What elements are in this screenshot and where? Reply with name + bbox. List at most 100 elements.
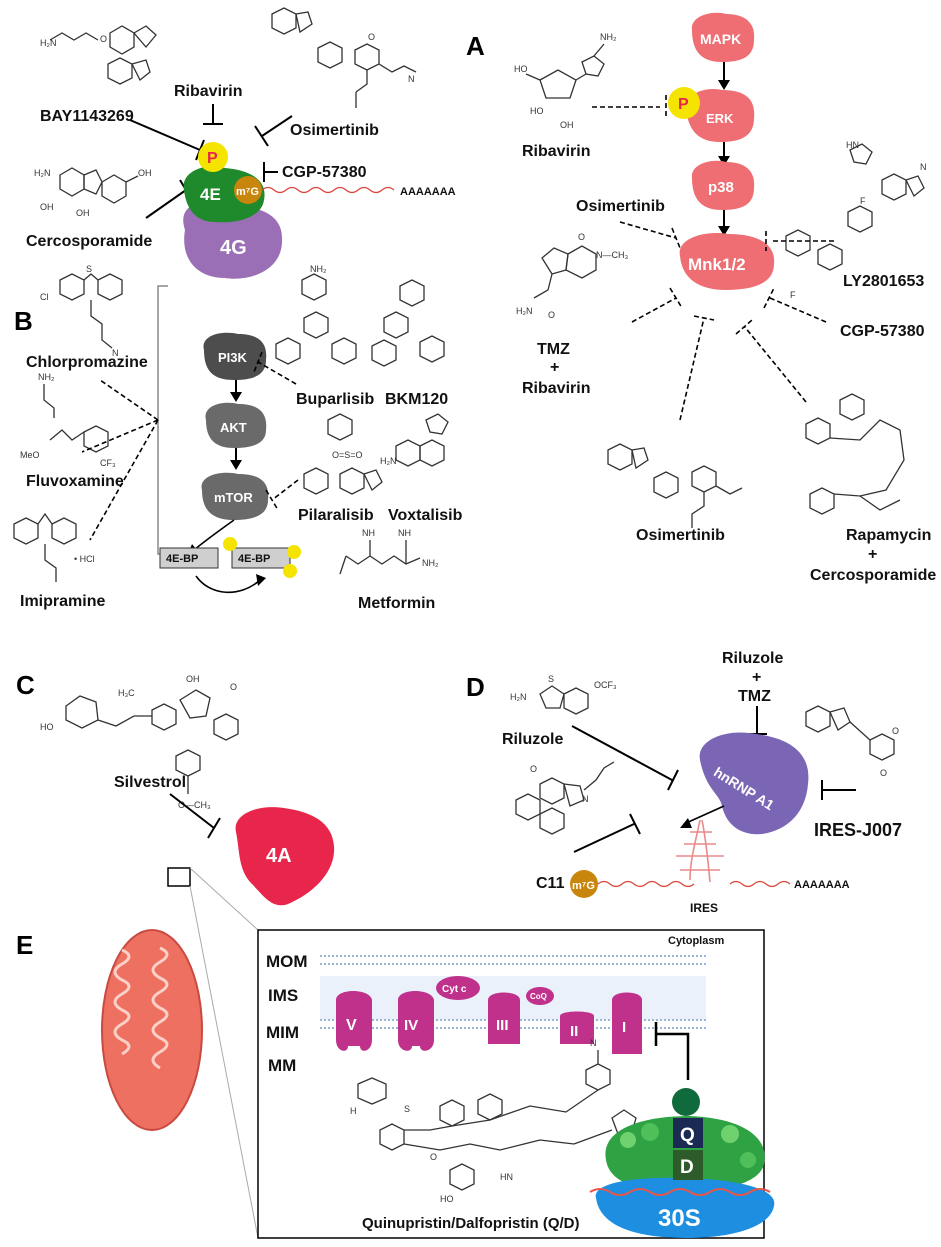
4ebp-label-1: 4E-BP xyxy=(166,553,198,565)
svg-text:O: O xyxy=(368,32,375,42)
phospho-p-erk xyxy=(668,87,700,119)
akt-label: AKT xyxy=(220,420,247,435)
ribavirin-label-mapk: Ribavirin xyxy=(522,143,590,160)
svg-text:NH₂: NH₂ xyxy=(38,372,55,382)
c11-structure xyxy=(515,761,615,835)
mom-label: MOM xyxy=(266,952,308,971)
quinupristin-box xyxy=(673,1118,703,1148)
pi3k-shape xyxy=(203,332,267,380)
4ebp-box-2 xyxy=(231,547,291,569)
complex-iii-label: III xyxy=(496,1017,509,1034)
svg-text:OH: OH xyxy=(40,202,54,212)
cercosporamide-label-mapk: Cercosporamide xyxy=(810,567,936,584)
riluzole-inhibition-hnrnp xyxy=(571,725,679,791)
coq-label: CoQ xyxy=(530,992,547,1001)
c11-inhibition-ires xyxy=(573,813,641,853)
ribavirin-structure xyxy=(525,43,605,99)
qd-inhibition-complex-i xyxy=(654,1022,690,1080)
ribosome-mrna xyxy=(589,1188,771,1196)
cycle-arrow-4ebp xyxy=(195,575,261,594)
complex-v xyxy=(336,991,372,1051)
c11-label: C11 xyxy=(536,875,565,892)
complex-i-label: I xyxy=(622,1019,626,1036)
svg-text:HO: HO xyxy=(440,1194,454,1204)
cgp57380-label-a: CGP-57380 xyxy=(282,164,367,181)
panel-b: B S Cl N Chlorpromazine NH₂ MeO CF₃ Fluv… xyxy=(13,264,463,612)
mapk-shape xyxy=(691,12,755,62)
svg-text:F: F xyxy=(790,290,796,300)
bay1143269-structure xyxy=(49,25,157,85)
svg-text:O: O xyxy=(880,768,887,778)
svg-text:N: N xyxy=(408,74,415,84)
svg-text:NH₂: NH₂ xyxy=(422,558,439,568)
dalfopristin-box xyxy=(673,1150,703,1180)
svg-text:N—CH₃: N—CH₃ xyxy=(596,250,628,260)
zoom-box xyxy=(167,867,191,887)
plus-sign-a2: + xyxy=(868,546,877,563)
panel-a-label: A xyxy=(466,31,485,61)
osimertinib-structure-a xyxy=(271,7,417,108)
mrna-line-d-left xyxy=(597,880,695,888)
arrow-hnrnp-ires xyxy=(683,805,725,825)
svg-text:H₂N: H₂N xyxy=(34,168,51,178)
ribavirin-label-a: Ribavirin xyxy=(174,83,242,100)
svg-text:H₃C: H₃C xyxy=(118,688,135,698)
voxtalisib-label: Voxtalisib xyxy=(388,507,463,524)
hnrnp-shape xyxy=(699,732,809,835)
svg-text:NH: NH xyxy=(362,528,375,538)
quinupristin-label: Q xyxy=(680,1125,695,1146)
svg-text:H₂N: H₂N xyxy=(510,692,527,702)
tmz-label-d: TMZ xyxy=(738,688,771,705)
svg-text:O=S=O: O=S=O xyxy=(332,450,363,460)
svg-text:S: S xyxy=(548,674,554,684)
polya-tail-a: AAAAAAA xyxy=(400,186,456,198)
ribosome-top-cap xyxy=(672,1088,700,1116)
svg-text:HO: HO xyxy=(40,722,54,732)
ly2801653-label: LY2801653 xyxy=(843,273,924,290)
p38-shape xyxy=(691,160,755,210)
svg-text:H₂N: H₂N xyxy=(40,38,57,48)
chlorpromazine-label: Chlorpromazine xyxy=(26,354,148,371)
cytc-label: Cyt c xyxy=(442,984,467,995)
eif4g-label: 4G xyxy=(220,237,247,259)
antidepressant-dashed-links xyxy=(81,379,159,541)
svg-text:HN: HN xyxy=(500,1172,513,1182)
riluzole-tmz-inhibition-hnrnp xyxy=(747,706,767,735)
osimertinib-inhibition-mnk xyxy=(619,221,681,249)
panel-c: C H₃C OH O HO O—CH₃ Silvestrol 4A xyxy=(16,670,335,906)
mrna-line-d-right xyxy=(729,880,791,888)
rapamycin-structure xyxy=(805,393,905,515)
phospho-4ebp-2 xyxy=(287,545,301,559)
panel-b-label: B xyxy=(14,306,33,336)
mm-label: MM xyxy=(268,1056,296,1075)
bkm120-label: BKM120 xyxy=(385,391,448,408)
panel-d: D S H₂N OCF₃ Riluzole Riluzole + TMZ O N… xyxy=(466,650,902,915)
tmz-structure xyxy=(533,245,597,299)
bay1143269-label: BAY1143269 xyxy=(40,108,134,125)
osimertinib-label-mapk-top: Osimertinib xyxy=(576,198,665,215)
riluzole-label-d: Riluzole xyxy=(502,731,563,748)
pilaralisib-structure xyxy=(303,413,383,495)
qd-label: Quinupristin/Dalfopristin (Q/D) xyxy=(362,1215,580,1232)
tmz-ribavirin-inhibition-mnk xyxy=(631,287,683,323)
mnk-shape xyxy=(679,232,775,290)
ribavirin-inhibition-erk xyxy=(592,95,667,119)
eif4a-shape xyxy=(235,807,335,906)
svg-text:O: O xyxy=(430,1152,437,1162)
mom-membrane xyxy=(320,955,706,965)
svg-text:O: O xyxy=(892,726,899,736)
svg-text:O: O xyxy=(100,34,107,44)
ly2801653-structure xyxy=(785,143,925,271)
bkm120-structure xyxy=(371,279,445,367)
svg-text:N: N xyxy=(582,794,589,804)
cgp57380-inhibition-arrow-a xyxy=(263,162,278,182)
zoom-lines xyxy=(189,867,259,1239)
pi3k-label: PI3K xyxy=(218,350,248,365)
ires-label: IRES xyxy=(690,901,718,915)
panel-d-label: D xyxy=(466,672,485,702)
svg-text:NH₂: NH₂ xyxy=(600,32,617,42)
silvestrol-label: Silvestrol xyxy=(114,774,186,791)
svg-text:H: H xyxy=(350,1106,357,1116)
m7g-cap-d-label: m⁷G xyxy=(572,880,595,892)
